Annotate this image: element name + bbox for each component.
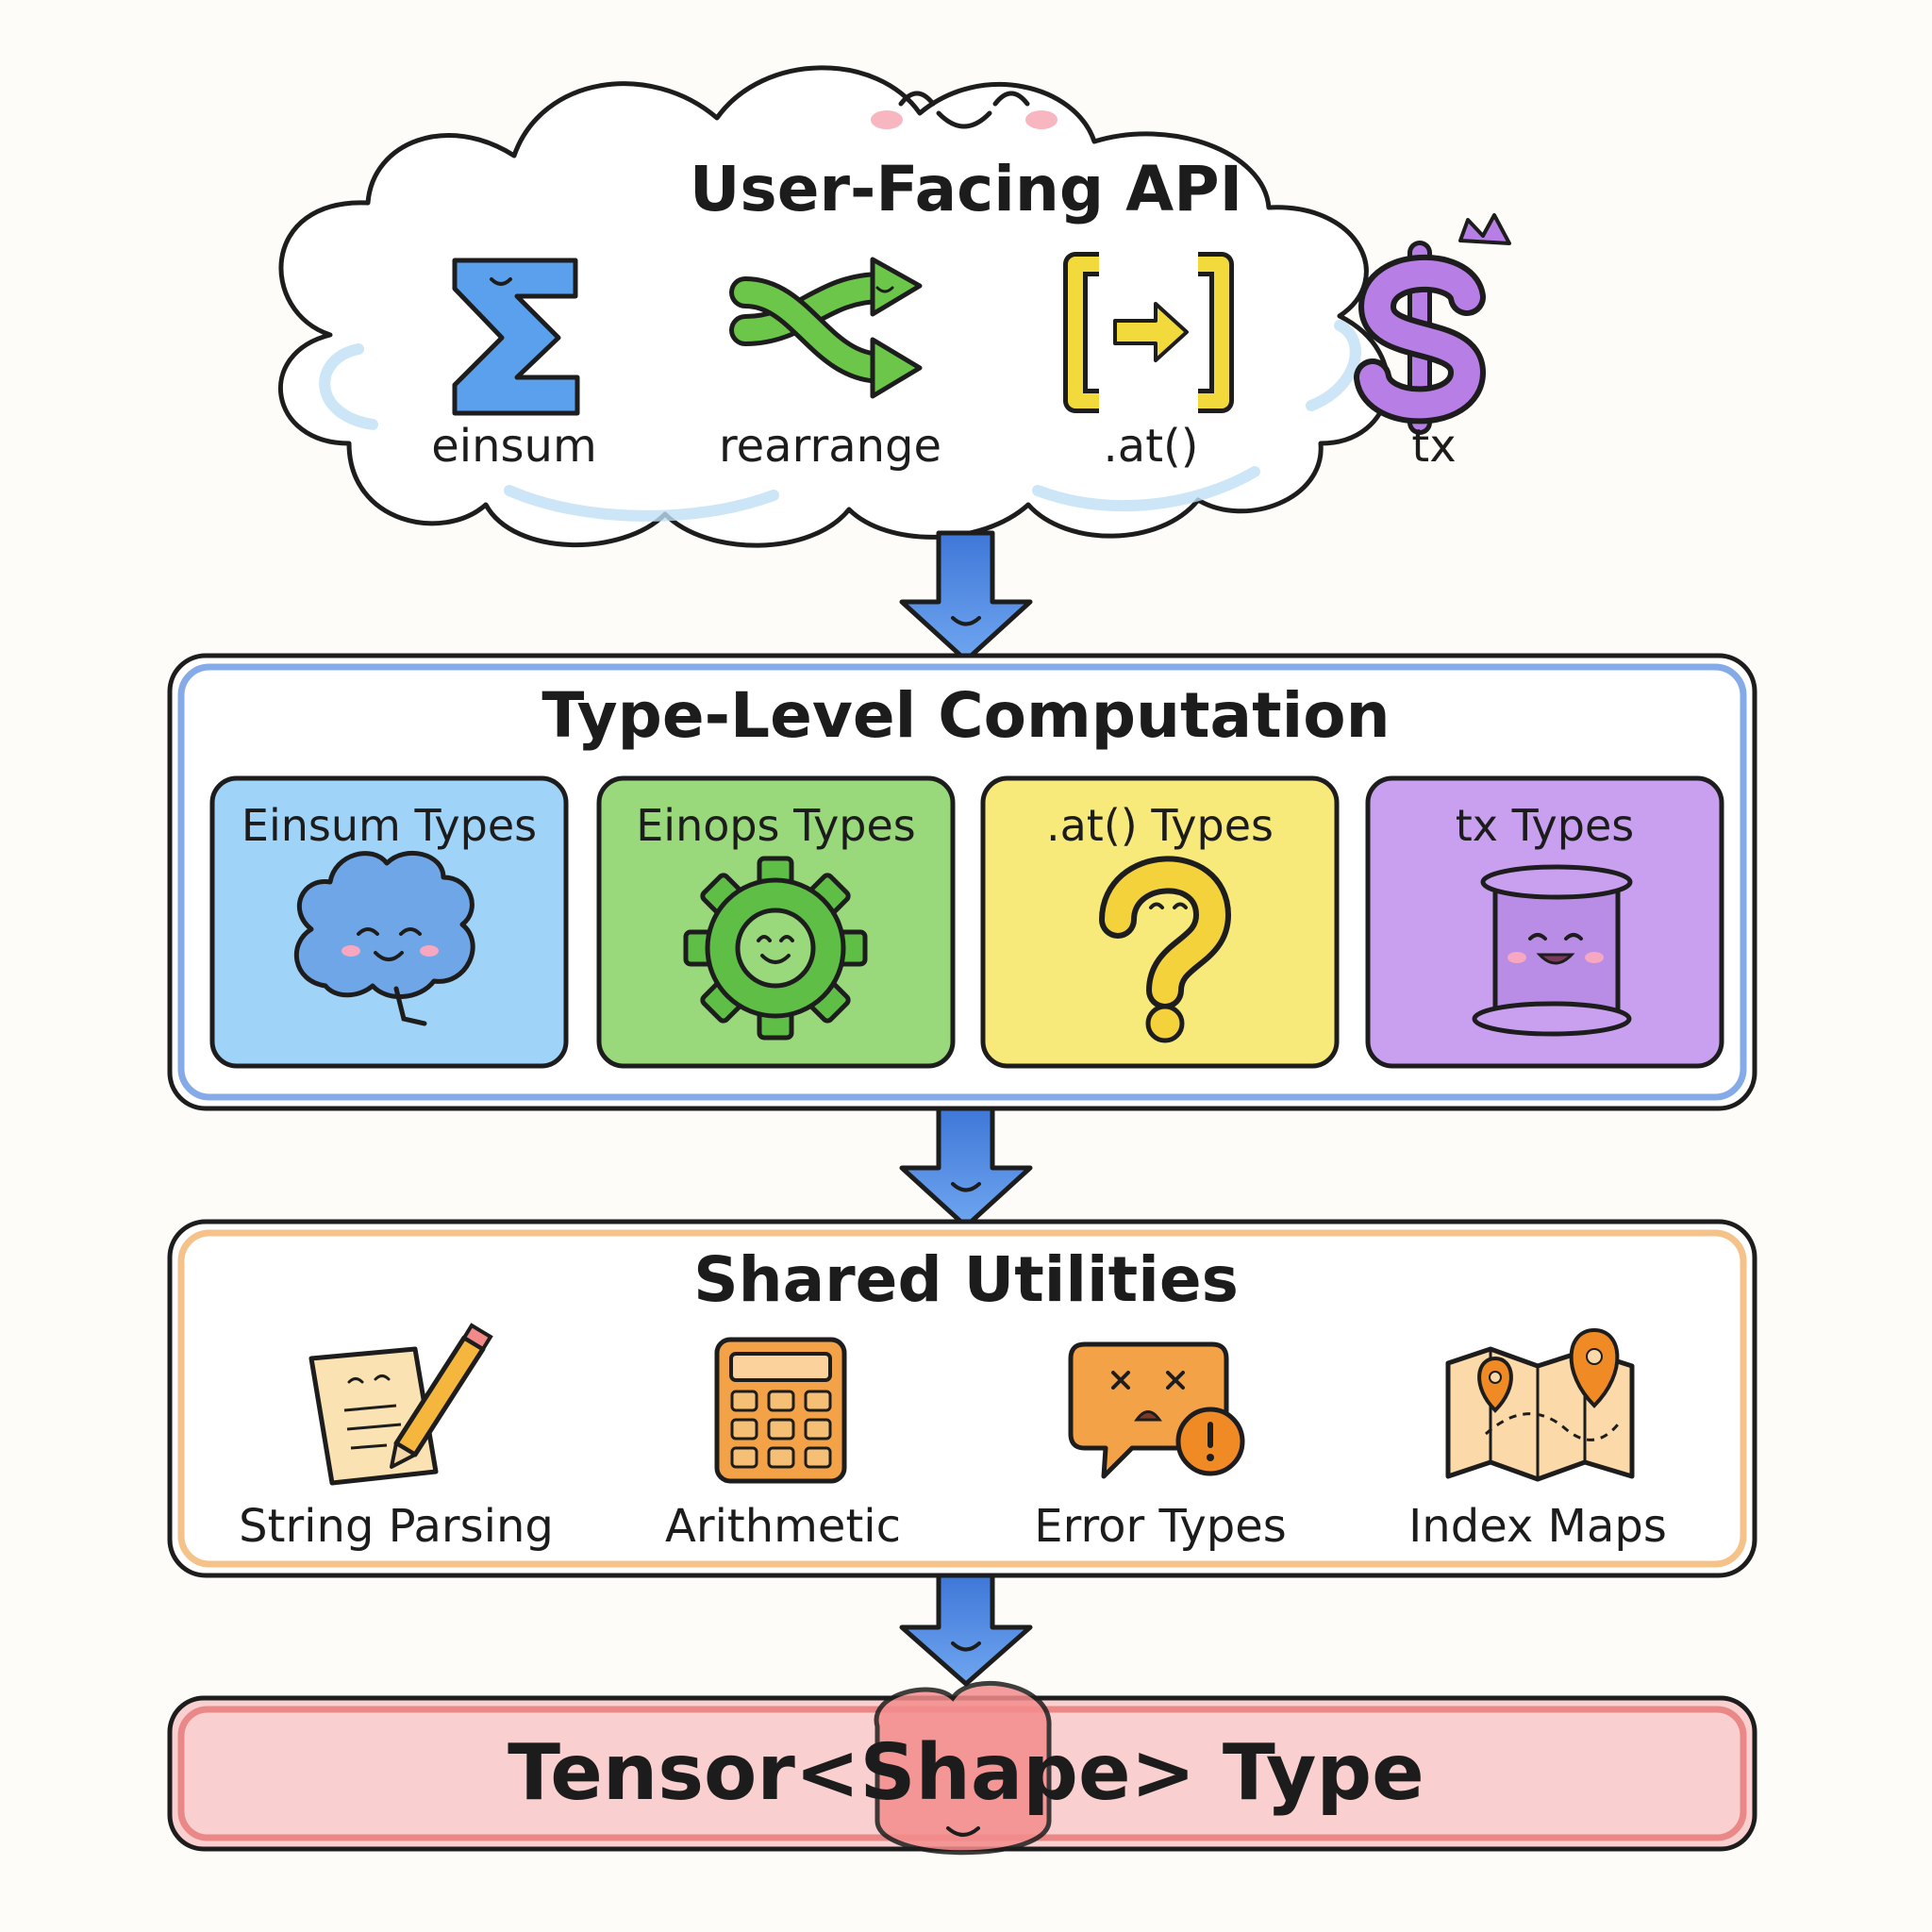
api-label-rearrange: rearrange — [718, 420, 942, 473]
card-label-einops: Einops Types — [636, 800, 916, 851]
card-at-bg — [980, 775, 1340, 1069]
sigma-icon — [452, 258, 580, 416]
error-bubble-icon — [1068, 1341, 1245, 1479]
util-label-error-types: Error Types — [1034, 1500, 1287, 1553]
shared-utilities-title: Shared Utilities — [693, 1243, 1239, 1316]
flow-arrow-3 — [899, 1573, 1033, 1687]
cloud-face — [871, 91, 1058, 129]
card-label-einsum: Einsum Types — [241, 800, 538, 851]
dollar-crown-icon — [1354, 213, 1511, 435]
tensor-shape-title: Tensor<Shape> Type — [508, 1728, 1424, 1818]
paper-pencil-icon — [308, 1323, 493, 1486]
bracket-arrow-icon — [1063, 252, 1234, 413]
type-level-title: Type-Level Computation — [541, 679, 1391, 752]
gear-icon — [683, 856, 868, 1041]
brain-icon — [294, 850, 475, 1026]
util-label-arithmetic: Arithmetic — [665, 1500, 901, 1553]
calculator-icon — [714, 1337, 847, 1484]
util-label-string-parsing: String Parsing — [239, 1500, 554, 1553]
flow-arrow-1 — [899, 530, 1033, 663]
shuffle-arrows-icon — [729, 257, 923, 399]
card-label-at: .at() Types — [1046, 800, 1274, 851]
blob-mascot — [874, 1681, 1052, 1856]
api-title: User-Facing API — [689, 153, 1243, 225]
api-label-einsum: einsum — [431, 420, 597, 473]
map-pin-icon — [1445, 1327, 1635, 1482]
flow-arrow-2 — [899, 1106, 1033, 1229]
api-label-tx: tx — [1411, 420, 1457, 473]
util-label-index-maps: Index Maps — [1408, 1500, 1667, 1553]
scroll-icon — [1472, 864, 1633, 1037]
card-label-tx: tx Types — [1455, 800, 1635, 851]
question-mark-icon — [1099, 856, 1232, 1043]
api-label-at: .at() — [1103, 420, 1199, 473]
